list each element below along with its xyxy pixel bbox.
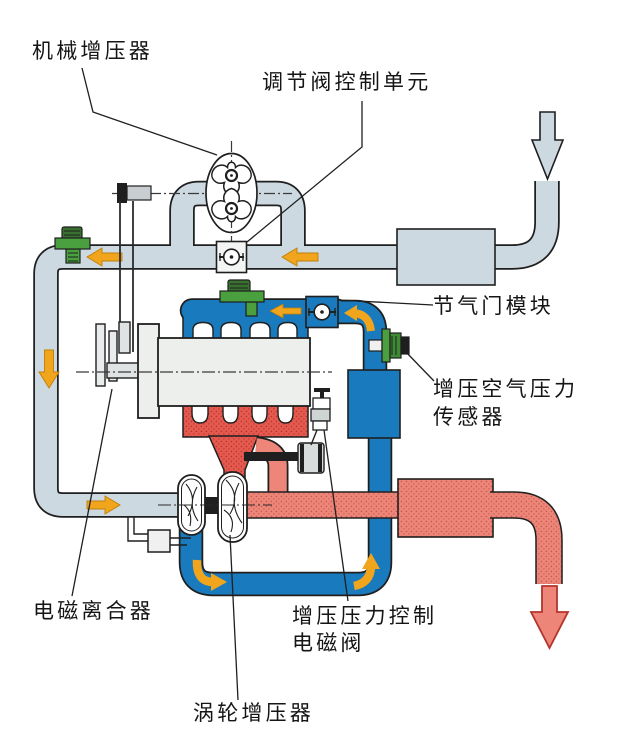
label-electromagnetic-clutch: 电磁离合器 <box>33 599 154 623</box>
air-filter-box <box>396 228 496 286</box>
label-regulating-valve-control-unit: 调节阀控制单元 <box>262 70 431 94</box>
boost-pressure-control-solenoid-valve <box>310 388 331 446</box>
intercooler <box>347 369 401 439</box>
intake-flow-arrows <box>38 247 319 515</box>
intake-air-sensor <box>54 226 91 264</box>
supercharger-rotor-bottom <box>211 187 252 223</box>
label-leader-lines <box>71 67 435 701</box>
throttle-module <box>305 295 339 329</box>
charge-air-flow-arrows <box>192 303 380 591</box>
exhaust-manifold-arches <box>191 402 294 424</box>
label-mechanical-supercharger: 机械增压器 <box>32 39 153 63</box>
label-boost-pressure-control-valve-line1: 增压压力控制 <box>292 604 437 628</box>
exhaust-piping <box>182 402 570 650</box>
intake-manifold-sensor <box>219 279 265 317</box>
label-boost-air-pressure-sensor-line2: 传感器 <box>433 405 506 429</box>
regulating-valve-unit <box>215 240 248 274</box>
label-turbocharger: 涡轮增压器 <box>193 701 314 725</box>
exhaust-outlet-arrow <box>529 585 570 650</box>
label-boost-pressure-control-valve-line2: 电磁阀 <box>292 631 365 655</box>
electromagnetic-clutch-assembly <box>95 321 142 387</box>
turbocharger-assembly <box>158 471 272 543</box>
wastegate-actuator <box>297 442 325 474</box>
air-intake-arrow <box>530 111 565 182</box>
wastegate-rod <box>244 452 302 461</box>
boost-air-pressure-sensor <box>368 328 410 363</box>
intake-manifold-arches <box>192 321 298 342</box>
turbine-wheel <box>217 471 248 543</box>
bypass-component <box>127 517 191 553</box>
engine-block <box>76 323 332 419</box>
exhaust-muffler <box>397 478 494 538</box>
supercharger-assembly <box>112 141 292 246</box>
label-boost-air-pressure-sensor-line1: 增压空气压力 <box>433 377 578 401</box>
supercharger-rotor-top <box>211 161 252 197</box>
label-throttle-module: 节气门模块 <box>433 294 554 318</box>
